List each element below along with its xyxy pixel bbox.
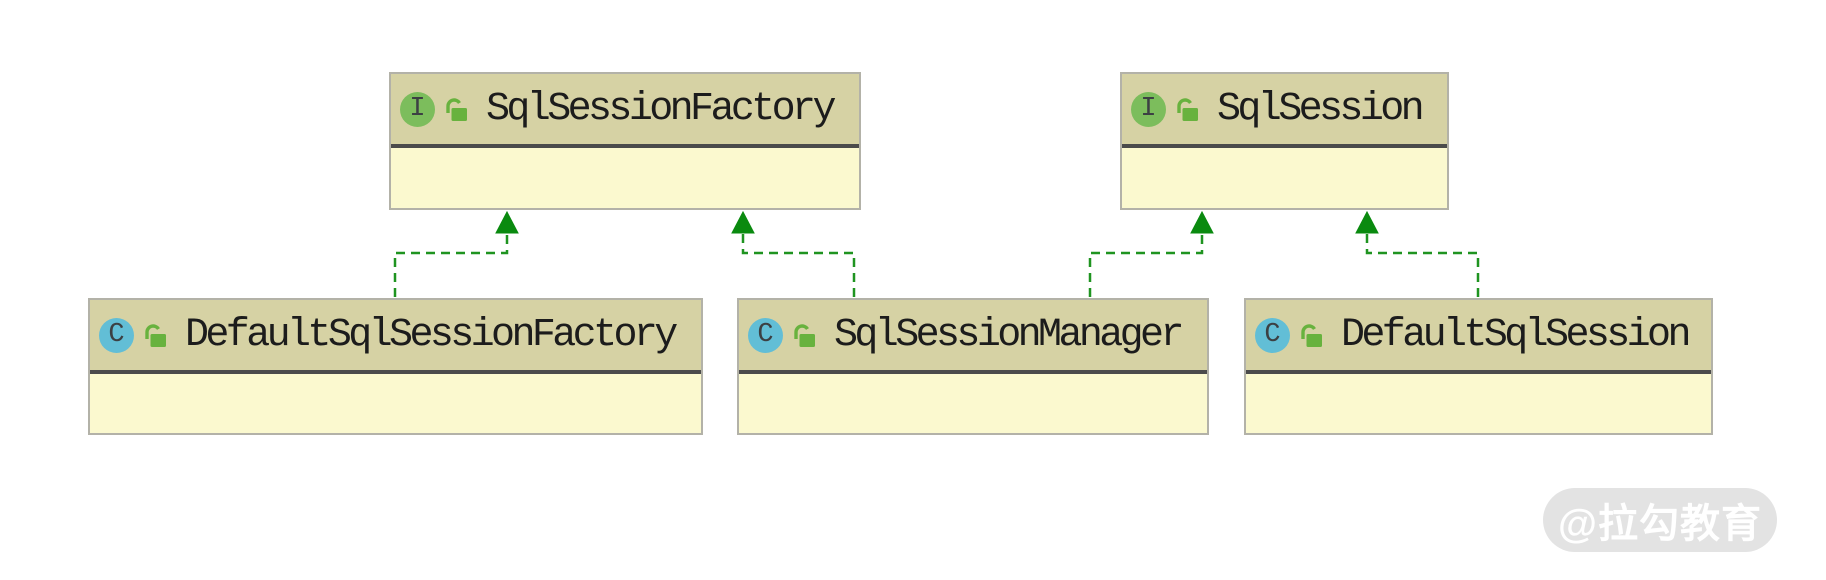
node-separator (739, 370, 1207, 374)
interface-icon: I (1131, 91, 1166, 127)
unlock-icon (791, 322, 817, 349)
node-header: I SqlSession (1122, 74, 1447, 144)
implements-edge-sqlsessionmanager-session[interactable] (1088, 233, 1204, 297)
node-members-section (1246, 374, 1711, 433)
node-separator (1246, 370, 1711, 374)
class-icon: C (99, 317, 134, 353)
implements-edge-defaultsqlsession[interactable] (1365, 233, 1480, 297)
node-title: DefaultSqlSession (1341, 312, 1691, 358)
node-members-section (739, 374, 1207, 433)
unlock-icon (142, 322, 168, 349)
interface-icon: I (400, 91, 435, 127)
class-icon: C (1255, 317, 1290, 353)
uml-node-sqlsessionmanager[interactable]: C SqlSessionManager (737, 298, 1209, 435)
unlock-icon (1174, 96, 1200, 123)
unlock-icon (443, 96, 469, 123)
node-separator (1122, 144, 1447, 148)
node-title: SqlSessionManager (834, 312, 1184, 358)
implements-arrowhead-icon (495, 210, 519, 234)
node-header: I SqlSessionFactory (391, 74, 859, 144)
implements-arrowhead-icon (1355, 210, 1379, 234)
watermark-badge: @拉勾教育 (1543, 488, 1777, 552)
node-header: C DefaultSqlSession (1246, 300, 1711, 370)
node-header: C SqlSessionManager (739, 300, 1207, 370)
watermark-text: @拉勾教育 (1557, 502, 1762, 546)
node-title: SqlSession (1217, 86, 1425, 132)
implements-edge-sqlsessionmanager-factory[interactable] (741, 233, 856, 297)
unlock-icon (1298, 322, 1324, 349)
uml-node-defaultsqlsession[interactable]: C DefaultSqlSession (1244, 298, 1713, 435)
implements-arrowhead-icon (1190, 210, 1214, 234)
node-header: C DefaultSqlSessionFactory (90, 300, 701, 370)
uml-node-sqlsession[interactable]: I SqlSession (1120, 72, 1449, 210)
uml-node-sqlsessionfactory[interactable]: I SqlSessionFactory (389, 72, 861, 210)
uml-node-defaultsqlsessionfactory[interactable]: C DefaultSqlSessionFactory (88, 298, 703, 435)
node-title: SqlSessionFactory (486, 86, 836, 132)
implements-arrowhead-icon (731, 210, 755, 234)
node-members-section (90, 374, 701, 433)
node-separator (391, 144, 859, 148)
node-members-section (1122, 148, 1447, 208)
node-title: DefaultSqlSessionFactory (185, 312, 678, 358)
node-members-section (391, 148, 859, 208)
class-icon: C (748, 317, 783, 353)
implements-edge-defaultsqlsessionfactory[interactable] (393, 233, 509, 297)
node-separator (90, 370, 701, 374)
